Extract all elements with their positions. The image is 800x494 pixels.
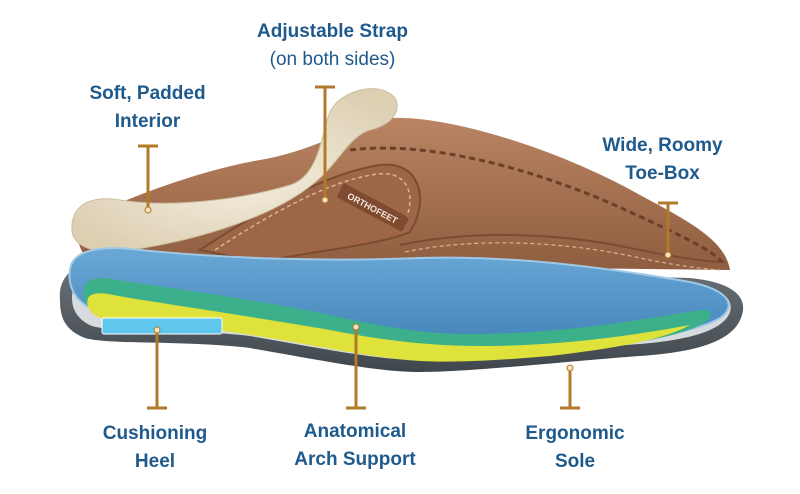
label-toebox-line-1: Wide, Roomy — [602, 135, 723, 156]
label-ergonomic-sole: Ergonomic Sole — [500, 420, 650, 476]
vamp-stitch-dash — [404, 242, 721, 271]
callout-line-interior — [138, 144, 158, 210]
label-heel-line-2: Heel — [134, 451, 176, 472]
strap-stitch — [214, 173, 411, 251]
callout-line-strap — [315, 85, 335, 200]
callout-line-toebox — [658, 201, 678, 255]
label-cushioning-heel: Cushioning Heel — [80, 420, 230, 476]
label-interior-line-1: Soft, Padded — [89, 83, 206, 104]
label-heel-line-1: Cushioning — [102, 423, 208, 444]
label-wide-roomy-toe-box: Wide, Roomy Toe-Box — [585, 132, 740, 188]
fleece-collar — [71, 88, 398, 252]
label-sole-line-2: Sole — [554, 451, 596, 472]
callout-line-heel — [147, 330, 167, 410]
foam-green-layer — [83, 278, 711, 360]
label-anatomical-arch-support: Anatomical Arch Support — [280, 418, 430, 474]
label-sole-line-1: Ergonomic — [525, 423, 625, 444]
label-strap-subtext: (on both sides) — [269, 49, 396, 70]
foam-yellow-layer — [87, 293, 691, 362]
label-arch-line-2: Arch Support — [294, 449, 416, 470]
callout-line-sole — [560, 368, 580, 410]
label-soft-padded-interior: Soft, Padded Interior — [70, 80, 225, 136]
callout-lines — [138, 85, 678, 410]
callout-dots — [144, 196, 672, 372]
callout-line-arch — [346, 327, 366, 410]
label-interior-line-2: Interior — [114, 111, 181, 132]
heel-pad — [101, 317, 223, 335]
label-strap-line-1: Adjustable Strap — [257, 21, 408, 42]
collar-stitch — [349, 146, 724, 264]
label-arch-line-1: Anatomical — [303, 421, 407, 442]
label-adjustable-strap: Adjustable Strap (on both sides) — [240, 18, 425, 74]
label-toebox-line-2: Toe-Box — [625, 163, 700, 184]
vamp-stitch — [399, 233, 726, 263]
